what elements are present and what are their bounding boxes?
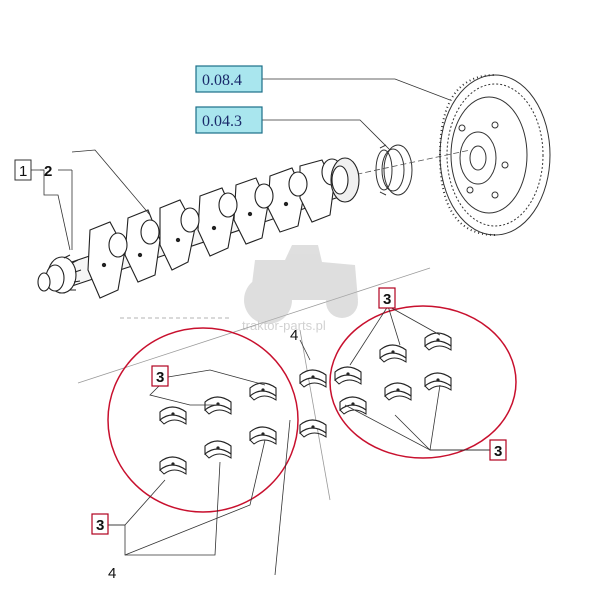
leader-lines <box>31 78 490 576</box>
bearing-shell-right <box>424 372 452 391</box>
callout-3-bottom-left-text: 3 <box>96 517 104 534</box>
watermark-text: traktor-parts.pl <box>242 318 326 333</box>
bearing-shell-left <box>204 440 232 459</box>
callout-3-right-text: 3 <box>494 443 502 460</box>
ref-box-0-04-3[interactable]: 0.04.3 <box>195 106 263 134</box>
guide-lines <box>77 267 431 501</box>
callout-3-top-right-text: 3 <box>383 291 391 308</box>
ref-label-0-04-3: 0.04.3 <box>202 113 242 130</box>
callout-box-3-top-right[interactable]: 3 <box>378 287 396 309</box>
callout-box-3-right[interactable]: 3 <box>489 439 507 461</box>
callout-box-3-bottom-left[interactable]: 3 <box>91 513 109 535</box>
bearing-shell-left <box>159 406 187 425</box>
callout-4-bottom-text: 4 <box>108 565 116 582</box>
bearing-shell-left <box>204 396 232 415</box>
ref-label-0-08-4: 0.08.4 <box>202 72 242 89</box>
watermark: traktor-parts.pl <box>242 245 358 333</box>
thrust-bearing-shell <box>299 419 327 438</box>
bearing-shell-left <box>159 456 187 475</box>
bearing-shells-right <box>334 332 452 415</box>
bearing-shell-right <box>334 366 362 385</box>
highlight-circle-left <box>107 327 299 513</box>
highlight-circle-right <box>329 305 517 459</box>
bearing-shell-right <box>339 396 367 415</box>
callout-3-left-text: 3 <box>156 369 164 386</box>
callout-box-3-left[interactable]: 3 <box>151 365 169 387</box>
bearing-shell-right <box>384 382 412 401</box>
tractor-icon <box>244 245 358 324</box>
crankshaft <box>37 157 360 299</box>
bearing-shell-left <box>249 426 277 445</box>
callout-box-1[interactable]: 1 <box>14 159 32 181</box>
callout-4-mid-text: 4 <box>290 327 298 344</box>
thrust-bearing-shells <box>299 369 327 438</box>
crankshaft-ring <box>375 144 413 196</box>
bearing-shell-left <box>249 382 277 401</box>
bearing-shell-right <box>424 332 452 351</box>
callout-1-text: 1 <box>19 163 27 180</box>
flywheel <box>439 74 551 236</box>
bearing-shell-right <box>379 344 407 363</box>
thrust-bearing-shell <box>299 369 327 388</box>
bearing-shells-left <box>159 382 277 475</box>
callout-2-text: 2 <box>44 163 52 180</box>
ref-box-0-08-4[interactable]: 0.08.4 <box>195 65 263 93</box>
